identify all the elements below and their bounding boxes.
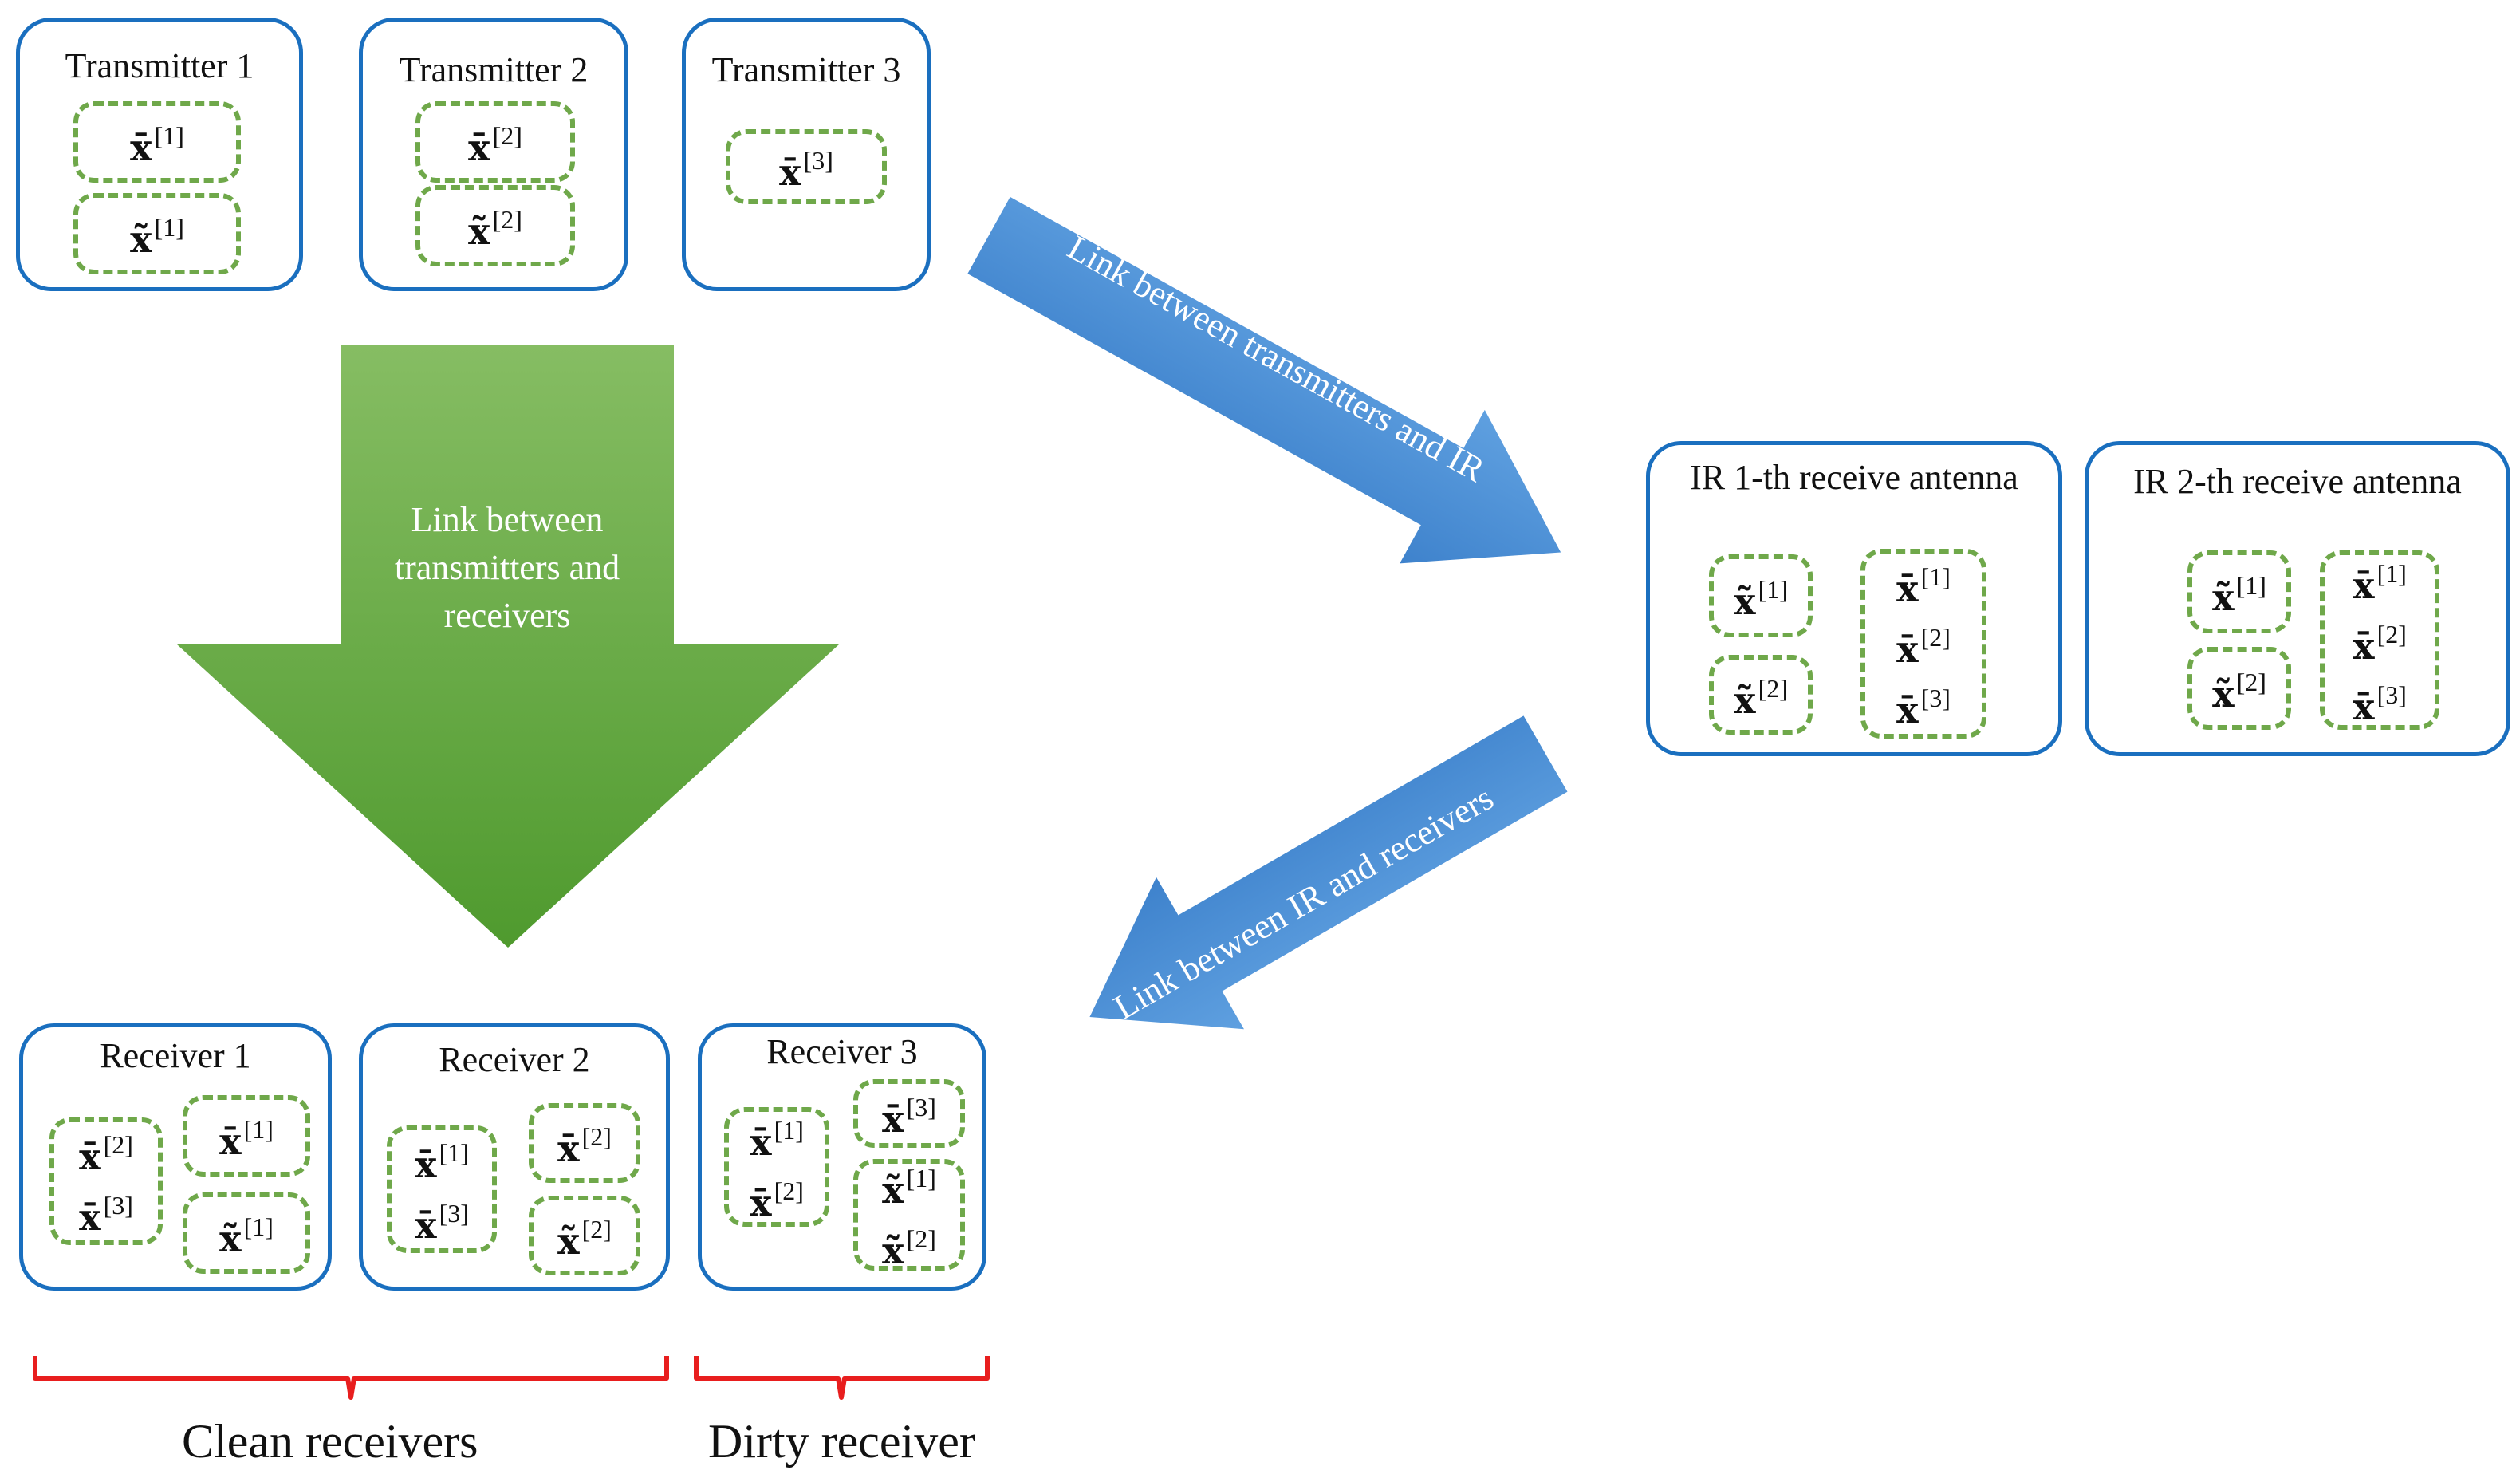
stream-symbol: x̄[2] [468, 121, 522, 169]
stream-symbol: x̄[3] [2353, 680, 2407, 728]
stream-symbol: x̄[3] [779, 146, 833, 194]
stream-symbol: x̃[1] [1734, 575, 1788, 623]
ir-antenna-1-stream-bar-group: x̄[1] x̄[2] x̄[3] [1860, 549, 1986, 739]
stream-symbol: x̄[1] [1896, 562, 1951, 610]
receiver-3-stream-bar: x̄[3] [853, 1079, 965, 1148]
receiver-3-stream-tilde-group: x̃[1] x̃[2] [853, 1159, 965, 1272]
stream-symbol: x̄[2] [557, 1122, 612, 1170]
clean-receivers-label: Clean receivers [182, 1415, 478, 1468]
stream-symbol: x̄[3] [79, 1191, 133, 1239]
stream-symbol: x̃[1] [219, 1212, 274, 1260]
receiver-1-title: Receiver 1 [100, 1036, 251, 1075]
stream-symbol: x̃[1] [2212, 571, 2266, 619]
stream-symbol: x̄[2] [2353, 619, 2407, 668]
stream-symbol: x̄[1] [219, 1115, 274, 1163]
receiver-1-stream-bar-group: x̄[2] x̄[3] [49, 1117, 163, 1245]
ir-antenna-1-stream-tilde-1: x̃[1] [1709, 554, 1813, 637]
ir-antenna-2-stream-tilde-2: x̃[2] [2187, 647, 2291, 730]
stream-symbol: x̄[1] [415, 1138, 469, 1186]
stream-symbol: x̃[1] [882, 1164, 936, 1212]
green-arrow-label-line-3: receivers [443, 596, 571, 635]
stream-symbol: x̄[2] [1896, 623, 1951, 671]
stream-symbol: x̄[1] [130, 121, 184, 169]
receiver-2-box: Receiver 2 x̄[1] x̄[3] x̄[2] x̃[2] [359, 1023, 670, 1291]
ir-antenna-2-stream-tilde-1: x̃[1] [2187, 550, 2291, 633]
stream-symbol: x̃[2] [557, 1215, 612, 1263]
blue-arrow-ir-to-receivers [1089, 715, 1568, 1030]
stream-symbol: x̃[2] [468, 205, 522, 253]
stream-symbol: x̃[2] [2212, 668, 2266, 715]
ir-antenna-2-box: IR 2-th receive antenna x̃[1] x̃[2] x̄[1… [2085, 441, 2510, 756]
receiver-1-box: Receiver 1 x̄[2] x̄[3] x̄[1] x̃[1] [19, 1023, 332, 1291]
transmitter-2-box: Transmitter 2 x̄[2] x̃[2] [359, 18, 628, 291]
ir-antenna-1-box: IR 1-th receive antenna x̃[1] x̃[2] x̄[1… [1646, 441, 2062, 756]
brace-dirty-receiver [694, 1356, 990, 1400]
green-arrow-label-line-1: Link between [411, 500, 604, 539]
stream-symbol: x̃[2] [1734, 674, 1788, 722]
transmitter-3-title: Transmitter 3 [711, 50, 901, 89]
transmitter-1-stream-bar: x̄[1] [73, 101, 241, 183]
transmitter-1-title: Transmitter 1 [65, 46, 254, 85]
receiver-3-stream-bar-group: x̄[1] x̄[2] [724, 1107, 829, 1227]
green-arrow-label-line-2: transmitters and [394, 548, 620, 587]
stream-symbol: x̄[1] [2353, 558, 2407, 607]
receiver-2-stream-tilde: x̃[2] [529, 1196, 640, 1275]
stream-symbol: x̄[3] [882, 1093, 936, 1141]
blue-arrow-tx-to-ir [967, 196, 1561, 564]
receiver-1-stream-bar: x̄[1] [183, 1095, 310, 1177]
receiver-1-stream-tilde: x̃[1] [183, 1192, 310, 1274]
stream-symbol: x̄[3] [415, 1199, 469, 1247]
receiver-3-box: Receiver 3 x̄[1] x̄[2] x̄[3] x̃[1] x̃[2] [698, 1023, 986, 1291]
receiver-2-stream-bar: x̄[2] [529, 1103, 640, 1183]
stream-symbol: x̃[1] [130, 213, 184, 261]
ir-antenna-1-title: IR 1-th receive antenna [1690, 458, 2018, 497]
green-arrow-label: Link between transmitters and receivers [343, 496, 671, 640]
stream-symbol: x̄[1] [750, 1116, 804, 1164]
transmitter-3-stream-bar: x̄[3] [726, 129, 887, 204]
stream-symbol: x̄[2] [750, 1177, 804, 1224]
green-link-arrow [177, 345, 839, 948]
receiver-2-stream-bar-group: x̄[1] x̄[3] [387, 1125, 497, 1253]
receiver-3-title: Receiver 3 [766, 1032, 918, 1071]
transmitter-1-stream-tilde: x̃[1] [73, 193, 241, 274]
ir-antenna-2-title: IR 2-th receive antenna [2133, 462, 2462, 501]
stream-symbol: x̄[2] [79, 1130, 133, 1178]
dirty-receiver-label: Dirty receiver [708, 1415, 975, 1468]
receiver-2-title: Receiver 2 [439, 1040, 590, 1079]
stream-symbol: x̃[2] [882, 1224, 936, 1272]
transmitter-2-title: Transmitter 2 [399, 50, 589, 89]
transmitter-2-stream-bar: x̄[2] [415, 101, 575, 183]
transmitter-3-box: Transmitter 3 x̄[3] [682, 18, 931, 291]
brace-clean-receivers [33, 1356, 669, 1400]
ir-antenna-2-stream-bar-group: x̄[1] x̄[2] x̄[3] [2320, 550, 2439, 730]
transmitter-1-box: Transmitter 1 x̄[1] x̃[1] [16, 18, 303, 291]
ir-antenna-1-stream-tilde-2: x̃[2] [1709, 655, 1813, 735]
transmitter-2-stream-tilde: x̃[2] [415, 185, 575, 266]
stream-symbol: x̄[3] [1896, 684, 1951, 731]
